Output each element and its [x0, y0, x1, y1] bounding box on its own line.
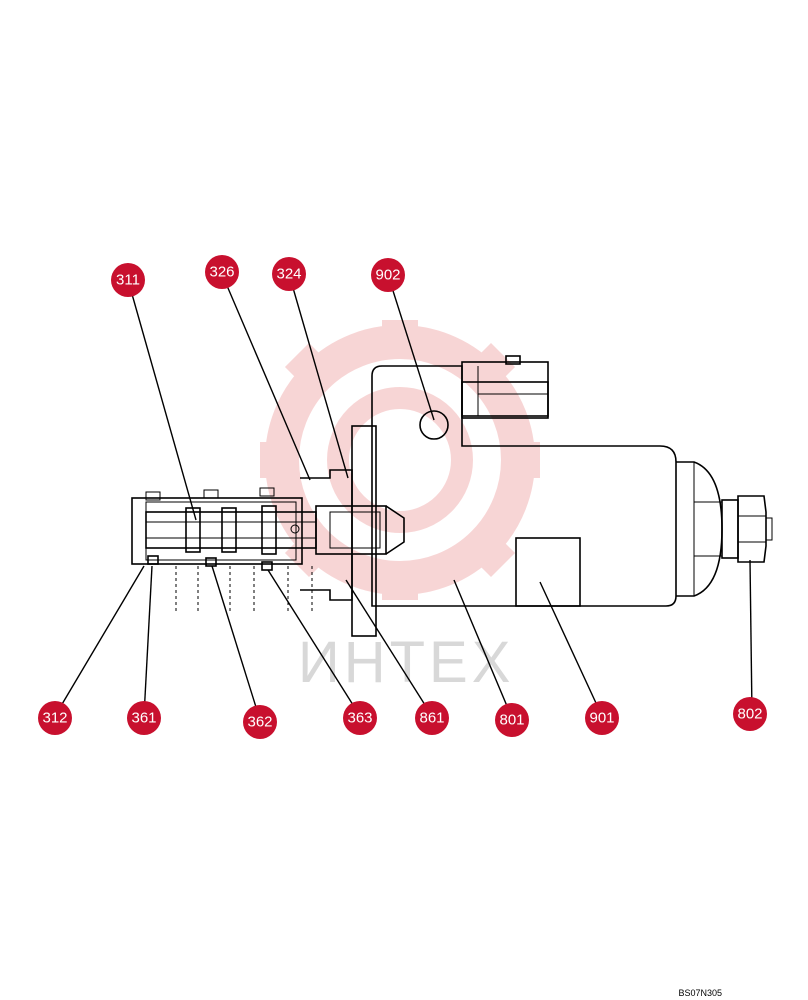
callout-label: 861 — [419, 710, 444, 727]
callout-362: 362 — [243, 705, 277, 739]
callout-361: 361 — [127, 701, 161, 735]
callout-label: 802 — [737, 706, 762, 723]
callout-label: 361 — [131, 710, 156, 727]
callout-324: 324 — [272, 257, 306, 291]
callout-label: 801 — [499, 712, 524, 729]
callout-label: 324 — [276, 266, 301, 283]
callout-801: 801 — [495, 703, 529, 737]
callout-label: 901 — [589, 710, 614, 727]
callout-label: 311 — [116, 272, 140, 289]
valve-cartridge — [131, 469, 405, 612]
callout-861: 861 — [415, 701, 449, 735]
callout-311: 311 — [111, 263, 145, 297]
callout-label: 363 — [347, 710, 372, 727]
watermark-text: ИНТЕХ — [298, 630, 514, 695]
callout-363: 363 — [343, 701, 377, 735]
callout-802: 802 — [733, 697, 767, 731]
callout-label: 326 — [209, 264, 234, 281]
watermark-gear-logo — [260, 320, 540, 600]
callout-label: 362 — [247, 714, 272, 731]
callout-902: 902 — [371, 258, 405, 292]
solenoid-housing — [351, 355, 773, 637]
callout-326: 326 — [205, 255, 239, 289]
drawing-code: BS07N305 — [678, 988, 722, 998]
leader-lines — [54, 273, 753, 721]
callout-label: 902 — [375, 267, 400, 284]
callout-label: 312 — [42, 710, 67, 727]
callout-312: 312 — [38, 701, 72, 735]
callout-901: 901 — [585, 701, 619, 735]
